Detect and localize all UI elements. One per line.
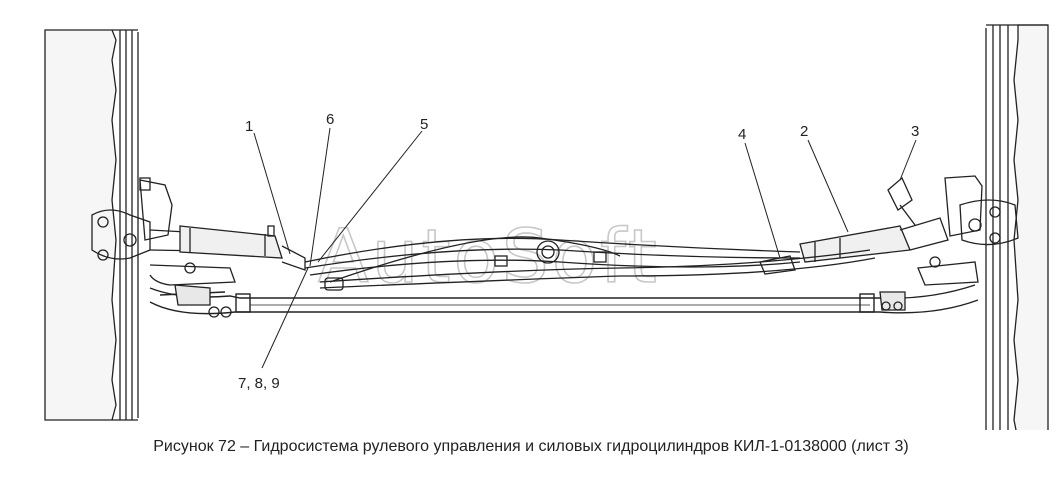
callout-5: 5 bbox=[420, 116, 428, 133]
watermark: AutoSoft bbox=[318, 214, 660, 300]
leader-lines bbox=[253, 127, 917, 369]
hydraulic-lines bbox=[304, 236, 876, 291]
callout-2: 2 bbox=[800, 123, 808, 140]
right-wheel bbox=[985, 24, 1049, 430]
callout-7-8-9: 7, 8, 9 bbox=[238, 375, 280, 392]
right-cylinder bbox=[799, 176, 949, 263]
callout-1: 1 bbox=[245, 118, 253, 135]
axle-beam bbox=[149, 284, 979, 315]
left-cylinder bbox=[179, 225, 306, 271]
steering-hydraulics-drawing: AutoSoft bbox=[44, 24, 1049, 430]
left-wheel bbox=[44, 29, 139, 421]
figure-caption: Рисунок 72 – Гидросистема рулевого управ… bbox=[153, 438, 909, 455]
right-knuckle bbox=[879, 175, 1019, 311]
callout-6: 6 bbox=[326, 111, 334, 128]
callout-3: 3 bbox=[911, 123, 919, 140]
callout-4: 4 bbox=[738, 126, 746, 143]
